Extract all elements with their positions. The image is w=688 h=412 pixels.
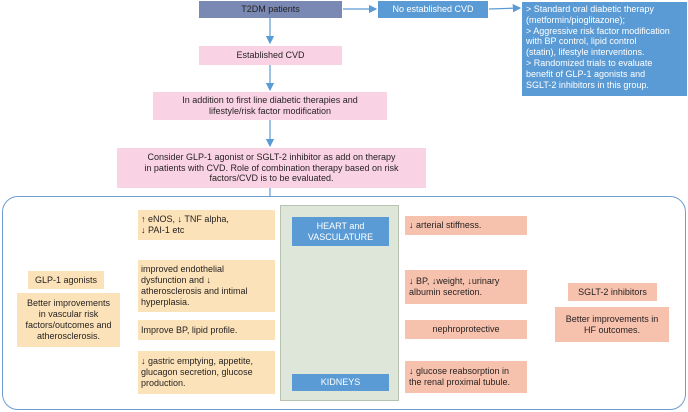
add-on-therapy-box: Consider GLP-1 agonist or SGLT-2 inhibit…: [117, 148, 426, 188]
established-cvd-box: Established CVD: [199, 46, 342, 65]
heart-vasculature-label: HEART and VASCULATURE: [307, 220, 374, 242]
glp1-title-box: GLP-1 agonists: [28, 271, 104, 289]
sglt2-title: SGLT-2 inhibitors: [578, 286, 647, 297]
add-on-therapy-text: Consider GLP-1 agonist or SGLT-2 inhibit…: [144, 151, 399, 184]
no-established-cvd-box: No established CVD: [378, 1, 488, 18]
glp1-effect-bp-lipid: Improve BP, lipid profile.: [138, 320, 275, 340]
glp1-effect-molecular-text: ↑ eNOS, ↓ TNF alpha, ↓ PAI-1 etc: [141, 214, 229, 235]
sglt2-title-box: SGLT-2 inhibitors: [568, 283, 657, 301]
established-cvd-label: Established CVD: [236, 50, 305, 61]
first-line-therapy-text: In addition to first line diabetic thera…: [182, 95, 358, 116]
arrow-no-cvd-to-detail: [488, 4, 522, 13]
sglt2-effect-nephro-text: nephroprotective: [432, 324, 500, 335]
sglt2-benefit-box: Better improvements in HF outcomes.: [555, 307, 669, 342]
t2dm-patients-box: T2DM patients: [199, 1, 342, 18]
sglt2-effect-glucose: ↓ glucose reabsorption in the renal prox…: [405, 361, 527, 393]
sglt2-effect-arterial: ↓ arterial stiffness.: [405, 216, 527, 235]
no-cvd-management-box: > Standard oral diabetic therapy (metfor…: [522, 2, 687, 96]
t2dm-patients-label: T2DM patients: [241, 4, 300, 15]
glp1-effect-endothelial: improved endothelial dysfunction and ↓ a…: [138, 260, 275, 312]
glp1-effect-gastric-text: ↓ gastric emptying, appetite, glucagon s…: [141, 356, 254, 388]
glp1-title: GLP-1 agonists: [34, 274, 98, 285]
sglt2-benefit-text: Better improvements in HF outcomes.: [565, 313, 659, 335]
glp1-effect-gastric: ↓ gastric emptying, appetite, glucagon s…: [138, 351, 275, 394]
sglt2-effect-bp-weight-text: ↓ BP, ↓weight, ↓urinary albumin secretio…: [409, 276, 500, 297]
heart-vasculature-box: HEART and VASCULATURE: [292, 217, 389, 246]
mechanisms-panel: [2, 196, 686, 410]
glp1-benefit-text: Better improvements in vascular risk fac…: [25, 298, 112, 341]
kidneys-box: KIDNEYS: [292, 374, 389, 391]
no-cvd-management-text: > Standard oral diabetic therapy (metfor…: [526, 4, 670, 90]
glp1-effect-endothelial-text: improved endothelial dysfunction and ↓ a…: [141, 264, 248, 307]
no-established-cvd-label: No established CVD: [392, 4, 474, 15]
sglt2-effect-arterial-text: ↓ arterial stiffness.: [409, 220, 482, 231]
glp1-benefit-box: Better improvements in vascular risk fac…: [17, 293, 120, 347]
kidneys-label: KIDNEYS: [320, 377, 361, 388]
glp1-effect-bp-lipid-text: Improve BP, lipid profile.: [141, 324, 238, 335]
sglt2-effect-bp-weight: ↓ BP, ↓weight, ↓urinary albumin secretio…: [405, 270, 527, 304]
sglt2-effect-nephro: nephroprotective: [405, 320, 527, 339]
first-line-therapy-box: In addition to first line diabetic thera…: [153, 92, 387, 120]
glp1-effect-molecular: ↑ eNOS, ↓ TNF alpha, ↓ PAI-1 etc: [138, 210, 275, 240]
sglt2-effect-glucose-text: ↓ glucose reabsorption in the renal prox…: [409, 366, 511, 387]
